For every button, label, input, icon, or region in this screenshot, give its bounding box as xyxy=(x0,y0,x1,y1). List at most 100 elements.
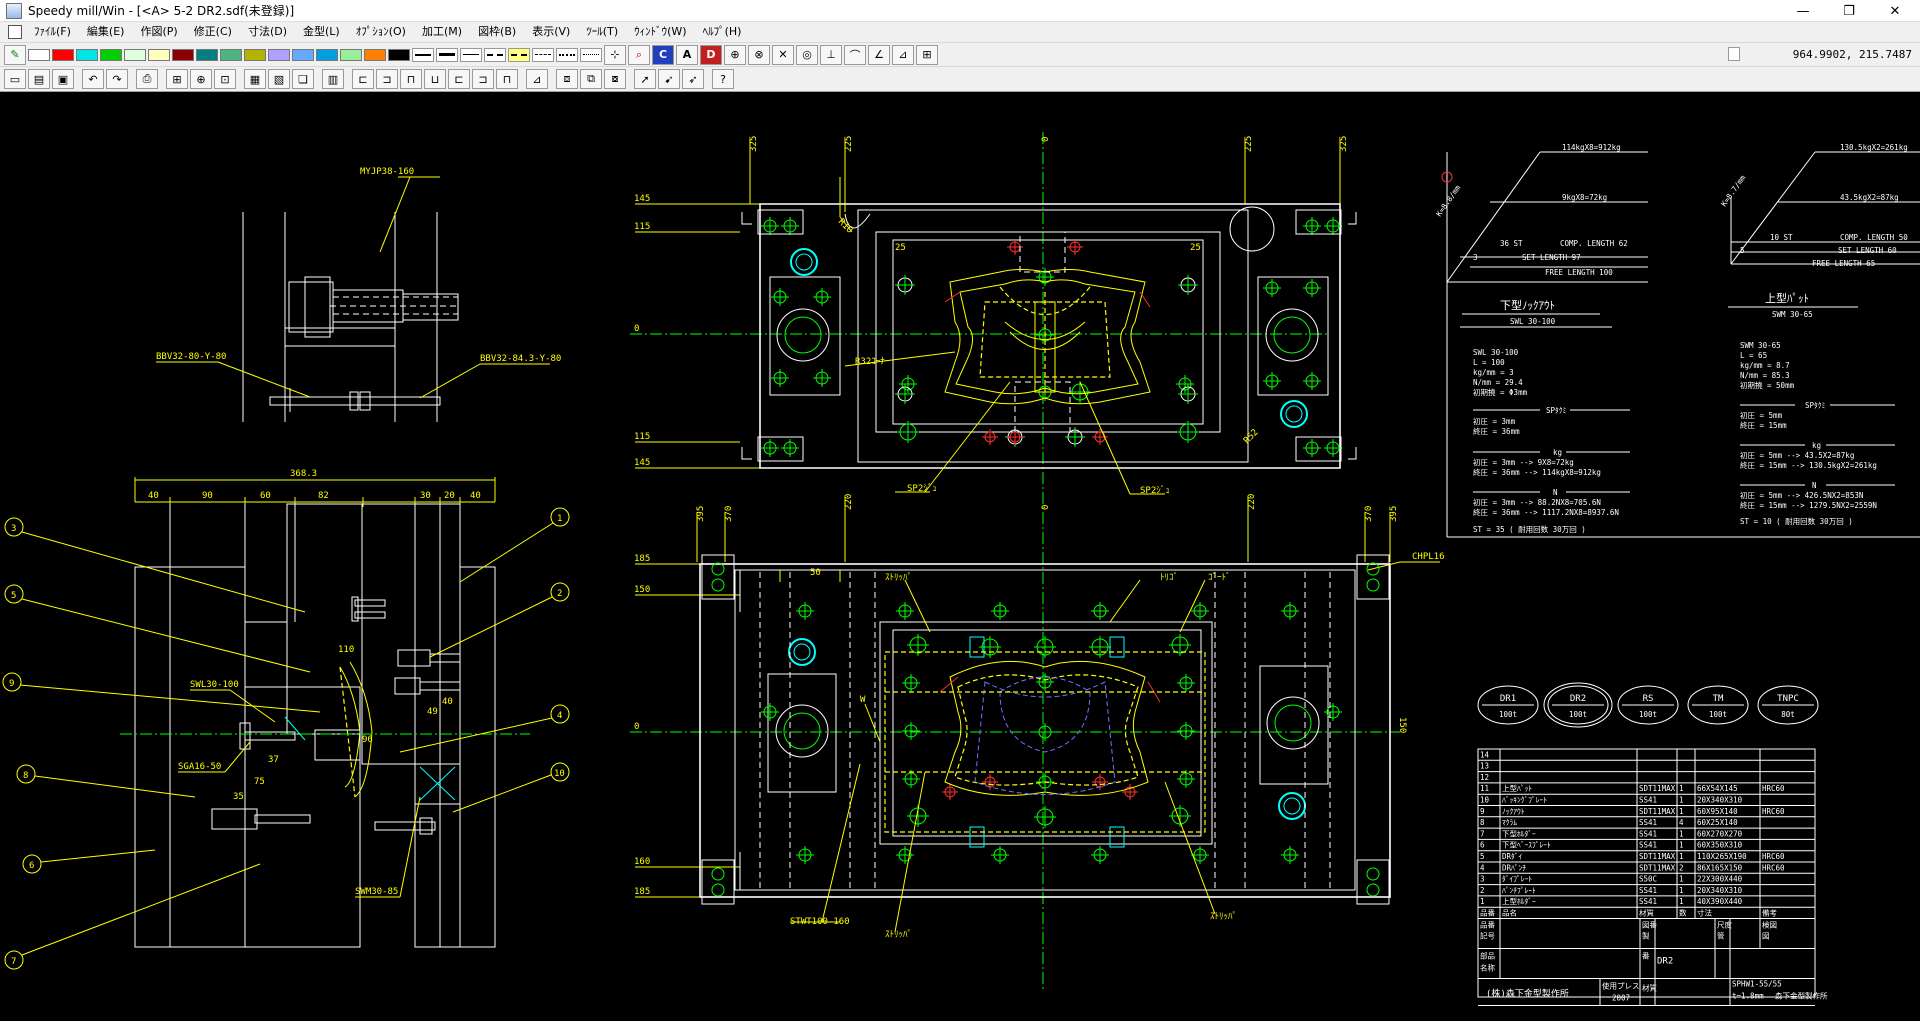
color-swatch-7[interactable] xyxy=(172,48,194,61)
layer-button[interactable]: ▦ xyxy=(244,69,266,89)
color-swatch-10[interactable] xyxy=(244,48,266,61)
menu-view[interactable]: 表示(V) xyxy=(532,25,571,38)
dim-side-4: 82 xyxy=(318,491,329,501)
dim4-button[interactable]: ⊔ xyxy=(424,69,446,89)
color-swatch-8[interactable] xyxy=(196,48,218,61)
menu-help[interactable]: ﾍﾙﾌﾟ(H) xyxy=(702,25,742,38)
snap-free-button[interactable]: ⊿ xyxy=(892,44,914,65)
menu-modify[interactable]: 修正(C) xyxy=(193,25,232,38)
snap-mid-button[interactable]: ⊗ xyxy=(748,44,770,65)
dim1-button[interactable]: ⊏ xyxy=(352,69,374,89)
select-icon: ➚ xyxy=(640,72,650,86)
zoom-fit-button[interactable]: ⊡ xyxy=(214,69,236,89)
dim-side-3: 60 xyxy=(260,491,271,501)
linetype-thin[interactable] xyxy=(460,47,482,62)
linetype-thick[interactable] xyxy=(436,47,458,62)
color-swatch-5[interactable] xyxy=(124,48,146,61)
cad-drawing[interactable]: .y { stroke:#ffff00; fill:none; stroke-w… xyxy=(0,92,1920,1018)
guide-hole xyxy=(1191,846,1209,864)
mold1-button[interactable]: ⧈ xyxy=(556,69,578,89)
linetype-dash[interactable] xyxy=(508,47,530,62)
dim-overall: 368.3 xyxy=(290,469,317,479)
dim5-button[interactable]: ⊏ xyxy=(448,69,470,89)
coord-toggle[interactable] xyxy=(1728,47,1740,61)
snap-perp-button[interactable]: ⊥ xyxy=(820,44,842,65)
zoom-button[interactable]: ⊕ xyxy=(190,69,212,89)
help-button[interactable]: ? xyxy=(712,69,734,89)
mold3-button[interactable]: ⧇ xyxy=(604,69,626,89)
mold2-button[interactable]: ⧉ xyxy=(580,69,602,89)
pen-button[interactable]: ✎ xyxy=(4,44,26,65)
dim3-button[interactable]: ⊓ xyxy=(400,69,422,89)
menu-edit[interactable]: 編集(E) xyxy=(86,25,125,38)
color-swatch-4[interactable] xyxy=(100,48,122,61)
calc-button[interactable]: ▥ xyxy=(322,69,344,89)
color-swatch-6[interactable] xyxy=(148,48,170,61)
select1-button[interactable]: ➚ xyxy=(634,69,656,89)
menu-option[interactable]: ｵﾌﾟｼｮﾝ(O) xyxy=(355,25,406,38)
pen-icon: ✎ xyxy=(10,48,20,61)
snap-end-button[interactable]: ⊕ xyxy=(724,44,746,65)
color-swatch-15[interactable] xyxy=(364,48,386,61)
menu-dimension[interactable]: 寸法(D) xyxy=(247,25,288,38)
c-button[interactable]: C xyxy=(652,44,674,65)
dim2-button[interactable]: ⊐ xyxy=(376,69,398,89)
zoom-window-button[interactable]: ⊞ xyxy=(166,69,188,89)
linetype-dotted[interactable] xyxy=(556,47,578,62)
color-swatch-1[interactable] xyxy=(28,48,50,61)
linetype-dotted2[interactable] xyxy=(580,47,602,62)
color-swatch-9[interactable] xyxy=(220,48,242,61)
menu-mold[interactable]: 金型(L) xyxy=(303,25,340,38)
minimize-button[interactable]: — xyxy=(1780,0,1826,22)
dim6-button[interactable]: ⊐ xyxy=(472,69,494,89)
select2-button[interactable]: ➹ xyxy=(658,69,680,89)
color-swatch-2[interactable] xyxy=(52,48,74,61)
save-button[interactable]: ▣ xyxy=(52,69,74,89)
linetype-solid[interactable] xyxy=(412,47,434,62)
close-button[interactable]: ✕ xyxy=(1872,0,1918,22)
open-button[interactable]: ▤ xyxy=(28,69,50,89)
color-swatch-11[interactable] xyxy=(268,48,290,61)
menu-window[interactable]: ｳｨﾝﾄﾞｳ(W) xyxy=(634,25,687,38)
print-button[interactable]: ⎙ xyxy=(136,69,158,89)
menu-file[interactable]: ﾌｧｲﾙ(F) xyxy=(34,25,71,38)
svg-text:1: 1 xyxy=(1679,875,1684,884)
measure-button[interactable]: ⊿ xyxy=(526,69,548,89)
select3-button[interactable]: ➶ xyxy=(682,69,704,89)
zoom-tool-button[interactable]: ⌕ xyxy=(628,44,650,65)
snap-cen-button[interactable]: ◎ xyxy=(796,44,818,65)
color-swatch-14[interactable] xyxy=(340,48,362,61)
menu-machining[interactable]: 加工(M) xyxy=(421,25,463,38)
dim7-button[interactable]: ⊓ xyxy=(496,69,518,89)
svg-text:2: 2 xyxy=(1480,886,1485,895)
color-swatch-3[interactable] xyxy=(76,48,98,61)
snap-int-button[interactable]: ✕ xyxy=(772,44,794,65)
color-swatch-12[interactable] xyxy=(292,48,314,61)
linetype-chain[interactable] xyxy=(532,47,554,62)
snap-tan-button[interactable]: ⌒ xyxy=(844,44,866,65)
redo-button[interactable]: ↷ xyxy=(106,69,128,89)
document-icon[interactable] xyxy=(8,25,22,39)
svg-text:20X340X310: 20X340X310 xyxy=(1697,796,1743,805)
svg-text:13: 13 xyxy=(1480,762,1489,771)
bolt-label-2: BBV32-84.3-Y-80 xyxy=(480,354,561,364)
snap-button[interactable]: ⊹ xyxy=(604,44,626,65)
menu-draw[interactable]: 作図(P) xyxy=(140,25,178,38)
snap-grid-button[interactable]: ⊞ xyxy=(916,44,938,65)
a-button[interactable]: A xyxy=(676,44,698,65)
copy-button[interactable]: ❏ xyxy=(292,69,314,89)
color-swatch-16[interactable] xyxy=(388,48,410,61)
menu-tool[interactable]: ﾂｰﾙ(T) xyxy=(586,25,619,38)
drawing-canvas[interactable]: .y { stroke:#ffff00; fill:none; stroke-w… xyxy=(0,92,1920,1018)
linetype-dashdot[interactable] xyxy=(484,47,506,62)
maximize-button[interactable]: ❐ xyxy=(1826,0,1872,22)
new-button[interactable]: ▭ xyxy=(4,69,26,89)
svg-text:SS41: SS41 xyxy=(1639,841,1657,850)
menu-figure[interactable]: 図枠(B) xyxy=(478,25,517,38)
plot-button[interactable]: ▧ xyxy=(268,69,290,89)
snap-near-button[interactable]: ∠ xyxy=(868,44,890,65)
color-swatch-13[interactable] xyxy=(316,48,338,61)
d-button[interactable]: D xyxy=(700,44,722,65)
undo-button[interactable]: ↶ xyxy=(82,69,104,89)
snap-int-icon: ✕ xyxy=(778,48,788,61)
